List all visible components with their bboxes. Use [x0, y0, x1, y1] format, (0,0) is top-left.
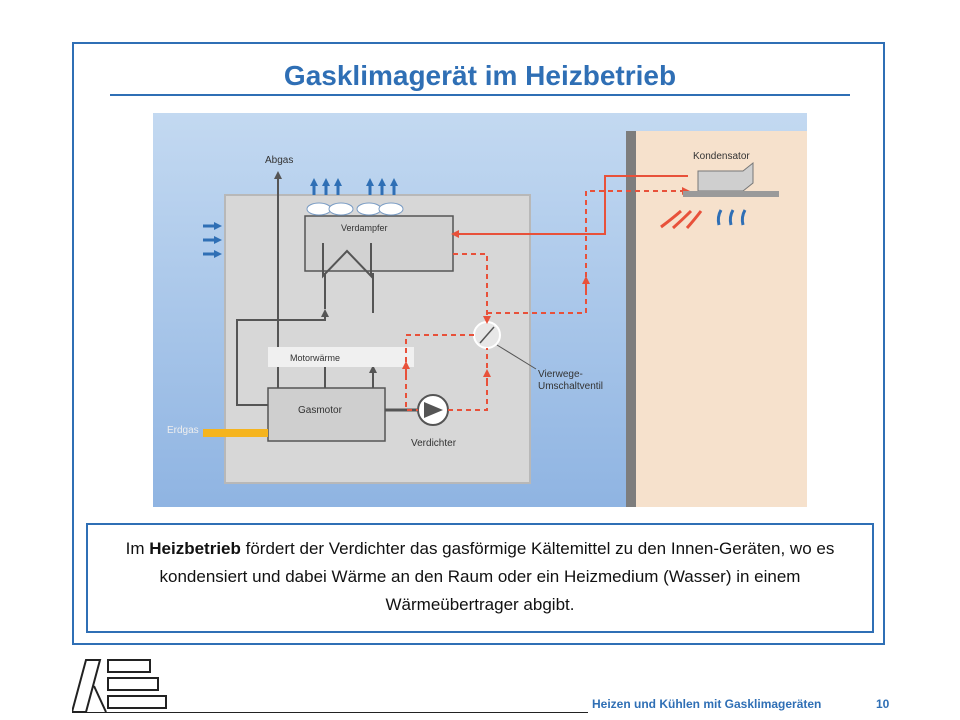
valve-callout [496, 344, 537, 370]
room-return-air-arrows [716, 209, 747, 226]
room-wall [626, 131, 636, 507]
natural-gas-label: Erdgas [167, 425, 199, 436]
hot-gas-line [486, 187, 690, 322]
refrigerant-lines [402, 175, 690, 411]
page-number: 10 [876, 697, 890, 711]
slide-title: Gasklimagerät im Heizbetrieb [283, 60, 677, 91]
evaporator-label: Verdampfer [341, 223, 388, 233]
description-box: Im Heizbetrieb fördert der Verdichter da… [86, 523, 874, 633]
gas-engine-label: Gasmotor [298, 405, 343, 416]
valve-label-2: Umschaltventil [538, 381, 603, 392]
evaporator-box [304, 215, 454, 272]
compressor-label: Verdichter [411, 438, 457, 449]
description-text: fördert der Verdichter das gasförmige Kä… [159, 539, 835, 614]
valve-label-1: Vierwege- [538, 369, 583, 380]
liquid-return-line [451, 175, 688, 238]
suction-line [453, 253, 491, 324]
condenser-ceiling-bar [683, 191, 779, 197]
description-emphasis: Heizbetrieb [149, 539, 241, 558]
fan-icon [306, 202, 404, 216]
footer-title: Heizen und Kühlen mit Gasklimageräten [592, 697, 822, 711]
footer-rule [72, 712, 588, 713]
engine-heat-box [268, 347, 414, 367]
compressor-loop [405, 334, 474, 411]
room-warm-air-arrows [660, 209, 703, 230]
title-underline [110, 94, 850, 96]
description-prefix: Im [125, 539, 150, 558]
heating-mode-diagram: Verdampfer Abgas Motorwärme Gasmotor [153, 113, 807, 507]
company-logo [72, 659, 167, 713]
evaporator-coil [322, 243, 372, 279]
condenser-label: Kondensator [693, 151, 750, 162]
exhaust-label: Abgas [265, 155, 293, 166]
exhaust-air-arrows [310, 178, 398, 195]
intake-air-arrows [203, 222, 222, 258]
engine-heat-label: Motorwärme [290, 353, 340, 363]
natural-gas-pipe [203, 429, 268, 437]
gas-engine-box [267, 387, 386, 442]
slide-frame [72, 42, 885, 645]
